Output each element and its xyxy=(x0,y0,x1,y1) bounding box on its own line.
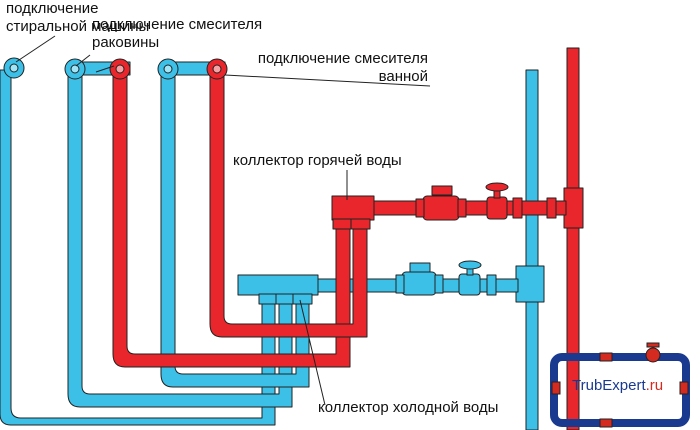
hot-valve-handle xyxy=(485,182,509,192)
leader-sink xyxy=(75,54,91,67)
logo-part2: .ru xyxy=(645,377,664,394)
label-washing-machine: подключение стиральной машины xyxy=(6,0,150,35)
cold-riser-tee xyxy=(515,265,545,303)
cold-meter-top xyxy=(409,262,431,273)
hot-valve-body xyxy=(486,196,508,220)
label-bath-mixer: подключение смесителя ванной xyxy=(257,50,428,85)
leader-cold xyxy=(299,299,326,406)
leader-sink-2 xyxy=(95,65,115,73)
cold-valve-handle xyxy=(458,260,482,270)
logo-text: TrubExpert.ru xyxy=(572,377,663,395)
hot-branch-pipe xyxy=(371,200,567,216)
cold-meter-body xyxy=(401,271,437,296)
hot-riser xyxy=(566,47,580,430)
cold-valve-body xyxy=(458,273,481,296)
cold-riser xyxy=(525,69,539,430)
logo-part1: TrubExpert xyxy=(572,377,646,394)
cold-collector xyxy=(237,274,319,296)
hot-pipe-sink xyxy=(112,71,351,368)
leader-bath xyxy=(224,74,431,87)
logo-valve-icon xyxy=(645,347,661,363)
logo-frame xyxy=(550,342,690,428)
label-hot-collector: коллектор горячей воды xyxy=(233,152,402,169)
label-cold-collector: коллектор холодной воды xyxy=(318,399,499,416)
hot-riser-tee xyxy=(563,187,584,229)
leader-washing xyxy=(15,35,56,63)
cold-pipe-washing xyxy=(0,69,276,426)
hot-meter-body xyxy=(422,195,460,221)
hot-collector xyxy=(331,195,375,221)
label-sink-mixer: подключение смесителя раковины xyxy=(92,16,263,51)
hot-meter-top xyxy=(431,185,453,196)
